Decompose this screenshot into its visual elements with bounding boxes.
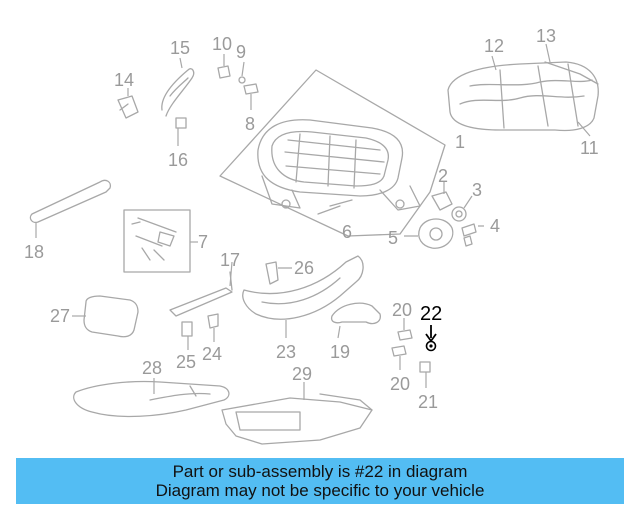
label-part-10: 10 [212, 34, 232, 54]
label-part-18: 18 [24, 242, 44, 262]
label-part-20-bottom: 20 [390, 374, 410, 394]
label-part-13: 13 [536, 26, 556, 46]
label-part-5: 5 [388, 228, 398, 248]
banner-line-1: Part or sub-assembly is #22 in diagram [172, 462, 468, 481]
rail-and-bracket [169, 261, 292, 317]
seat-cushion [447, 43, 599, 137]
label-part-1: 1 [455, 132, 465, 152]
label-part-17: 17 [220, 250, 240, 270]
label-part-23: 23 [276, 342, 296, 362]
label-part-27: 27 [50, 306, 70, 326]
label-part-20-top: 20 [392, 300, 412, 320]
label-part-29: 29 [292, 364, 312, 384]
label-part-16: 16 [168, 150, 188, 170]
banner-line-2: Diagram may not be specific to your vehi… [155, 481, 485, 500]
label-part-8: 8 [245, 114, 255, 134]
label-part-12: 12 [484, 36, 504, 56]
label-part-3: 3 [472, 180, 482, 200]
label-part-6: 6 [342, 222, 352, 242]
info-banner: Part or sub-assembly is #22 in diagram D… [16, 458, 624, 504]
handle-cable-assembly [117, 57, 195, 146]
side-frame [242, 255, 364, 338]
sub-assembly-box [123, 209, 198, 273]
label-part-4: 4 [490, 216, 500, 236]
label-part-26: 26 [294, 258, 314, 278]
label-part-22: 22 [420, 303, 442, 325]
label-part-24: 24 [202, 344, 222, 364]
part-22-highlight [425, 325, 437, 352]
seat-frame-assembly [219, 69, 446, 237]
bushings [181, 313, 219, 350]
heater-mats [73, 378, 373, 445]
label-part-11: 11 [580, 138, 599, 158]
small-fasteners-top [217, 54, 259, 110]
label-part-2: 2 [438, 166, 448, 186]
label-part-9: 9 [236, 42, 246, 62]
bolts-group [391, 318, 431, 388]
label-part-15: 15 [170, 38, 190, 58]
label-part-14: 14 [114, 70, 134, 90]
side-trim [29, 179, 112, 238]
label-part-19: 19 [330, 342, 350, 362]
label-part-28: 28 [142, 358, 162, 378]
recliner-parts [404, 182, 484, 249]
lever-handle [330, 302, 381, 339]
label-part-7: 7 [198, 232, 208, 252]
label-part-25: 25 [176, 352, 196, 372]
label-part-21: 21 [418, 392, 438, 412]
armrest-pad [72, 295, 139, 338]
